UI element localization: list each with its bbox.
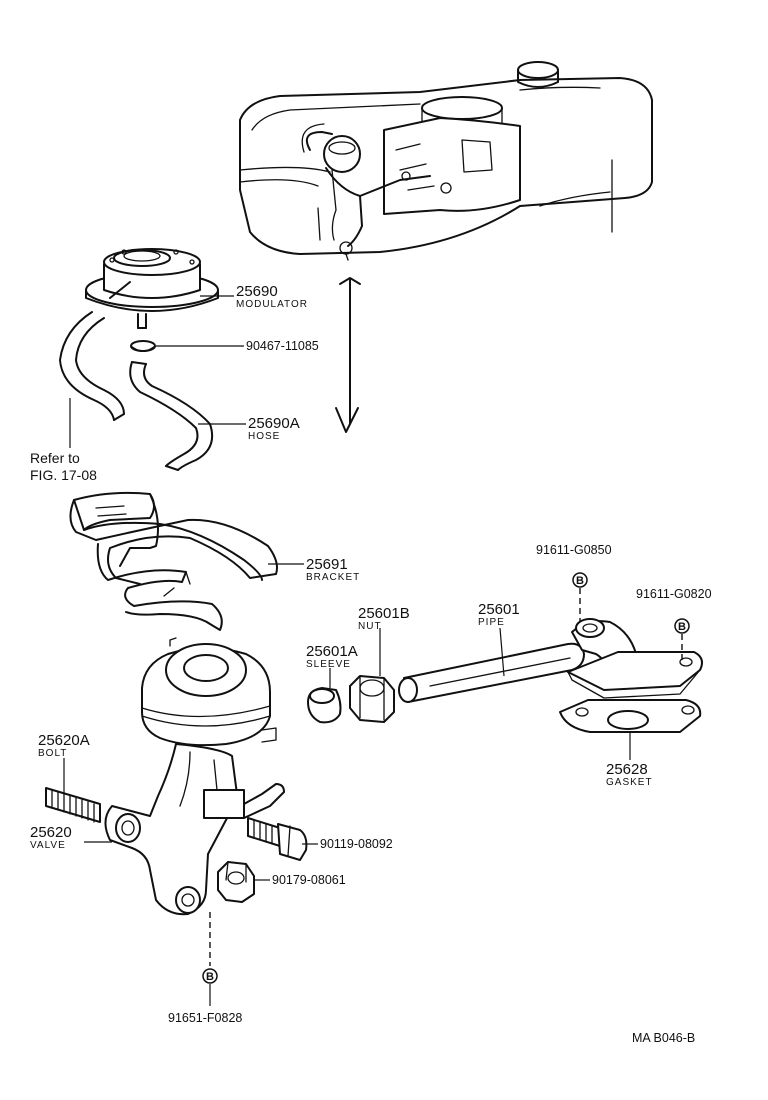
sleeve-drawing — [307, 687, 342, 724]
bolt-right-part-number: 91611-G0820 — [636, 587, 712, 601]
bracket-part-number: 25691 — [306, 556, 348, 573]
bolt-top-part-number: 91611-G0850 — [536, 543, 612, 557]
nut-part-number: 25601B — [358, 605, 410, 622]
stud-bolt-drawing — [45, 787, 101, 823]
pipe-part-name: PIPE — [478, 617, 505, 628]
refer-text-line2: FIG. 17-08 — [30, 467, 97, 483]
gasket-part-name: GASKET — [606, 777, 653, 788]
stud-bolt-part-name: BOLT — [38, 748, 67, 759]
marker-b-right: B — [674, 618, 690, 634]
sleeve-part-number: 25601A — [306, 643, 358, 660]
engine-assembly-illustration — [239, 61, 653, 261]
gasket-drawing — [559, 699, 702, 733]
marker-b-top: B — [572, 572, 588, 588]
modulator-part-number: 25690 — [236, 283, 278, 300]
bracket-drawing — [69, 491, 278, 631]
hose-part-name: HOSE — [248, 431, 280, 442]
egr-valve-drawing — [104, 637, 285, 916]
valve-nut-drawing — [217, 861, 255, 903]
pipe-leader — [499, 627, 505, 677]
marker-b-right-letter: B — [678, 621, 686, 633]
hose-drawing — [59, 311, 214, 471]
stud-bolt-part-number: 25620A — [38, 732, 90, 749]
modulator-clip-drawing — [130, 340, 156, 352]
pipe-drawing — [398, 618, 703, 703]
modulator-drawing — [85, 248, 219, 329]
marker-b-top-letter: B — [576, 575, 584, 587]
valve-part-number: 25620 — [30, 824, 72, 841]
nut-drawing — [349, 675, 395, 723]
bracket-part-name: BRACKET — [306, 572, 360, 583]
modulator-part-name: MODULATOR — [236, 299, 308, 310]
refer-text-line1: Refer to — [30, 450, 80, 466]
gasket-part-number: 25628 — [606, 761, 648, 778]
valve-bolt-part-number: 90119-08092 — [320, 837, 393, 851]
figure-code: MA B046-B — [632, 1031, 695, 1045]
valve-part-name: VALVE — [30, 840, 66, 851]
sleeve-part-name: SLEEVE — [306, 659, 351, 670]
nut-part-name: NUT — [358, 621, 382, 632]
hose-part-number: 25690A — [248, 415, 300, 432]
valve-bolt-drawing — [247, 817, 308, 861]
marker-b-bottom: B — [202, 968, 218, 984]
pipe-part-number: 25601 — [478, 601, 520, 618]
installation-arrow — [335, 277, 361, 433]
modulator-clip-part-number: 90467-11085 — [246, 339, 319, 353]
valve-nut-part-number: 90179-08061 — [272, 873, 346, 887]
marker-b-bottom-letter: B — [206, 971, 214, 983]
bottom-bolt-part-number: 91651-F0828 — [168, 1011, 242, 1025]
